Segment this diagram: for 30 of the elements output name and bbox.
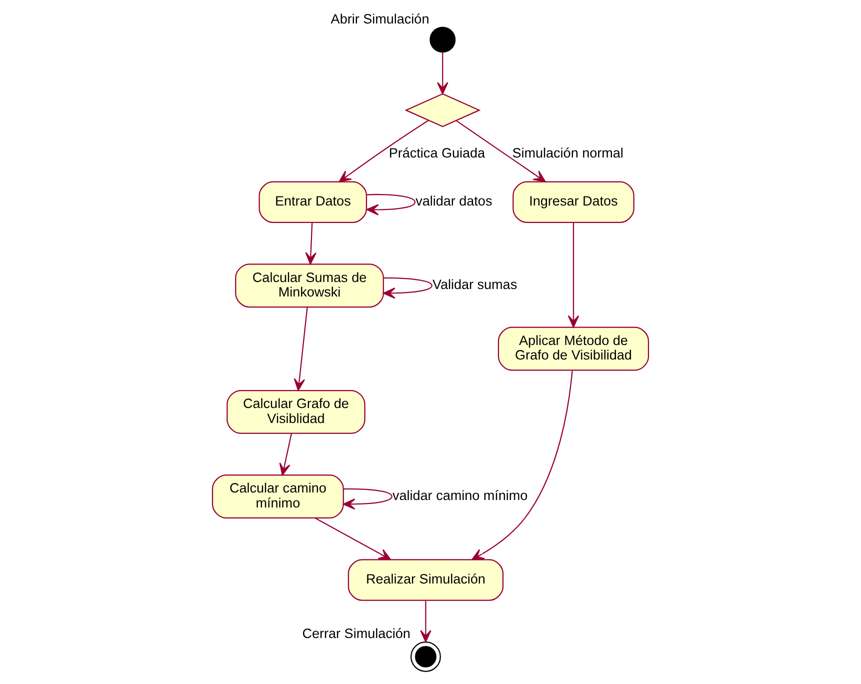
arrow (436, 52, 448, 94)
edge-label: Simulación normal (512, 146, 624, 161)
edge-label: Validar sumas (432, 277, 518, 292)
edge-label: validar camino mínimo (392, 488, 528, 504)
node-box: Ingresar Datos (512, 181, 634, 223)
node-label: Abrir Simulación (330, 11, 430, 26)
node-circle (410, 641, 441, 672)
arrow (366, 194, 416, 216)
node-box: Entrar Datos (258, 181, 368, 223)
node-box: Calcular camino mínimo (212, 474, 344, 519)
arrow (305, 222, 316, 264)
arrow (294, 307, 308, 391)
arrow (314, 518, 392, 560)
arrow (472, 370, 573, 560)
arrow (568, 222, 580, 328)
arrow (456, 120, 546, 182)
node-label: Cerrar Simulación (302, 626, 410, 642)
node-box: Realizar Simulación (348, 559, 504, 601)
node-box: Calcular Sumas de Minkowski (235, 264, 384, 308)
node-diamond (404, 93, 481, 128)
arrow (342, 488, 392, 510)
node-box: Aplicar Método de Grafo de Visibilidad (498, 326, 650, 371)
arrow (383, 277, 432, 299)
node-box: Calcular Grafo de Visiblidad (226, 390, 366, 434)
edge-label: Práctica Guiada (388, 146, 486, 161)
arrow (279, 433, 292, 476)
node-circle (430, 26, 456, 53)
arrow (338, 120, 429, 182)
edge-label: validar datos (416, 194, 492, 209)
arrow (420, 600, 432, 642)
